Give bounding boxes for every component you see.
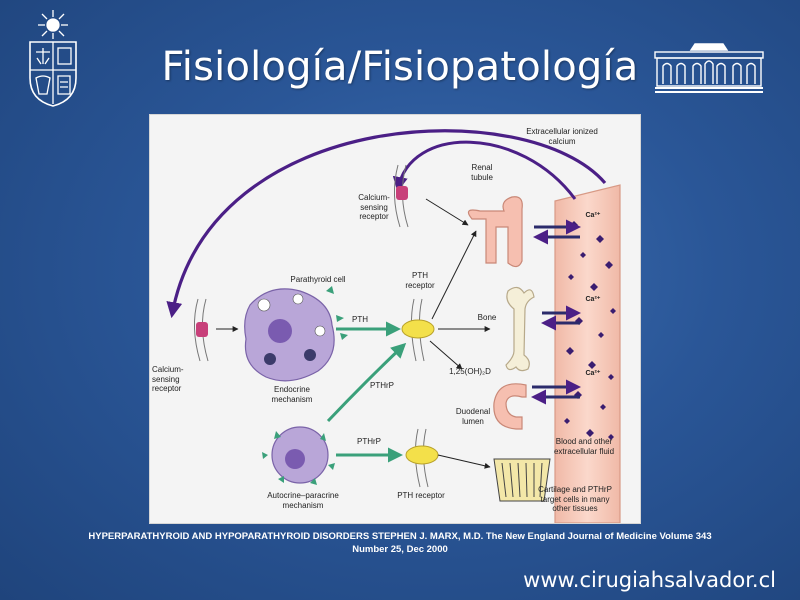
label-ca-3: Ca²⁺ [585,370,601,377]
citation-line-2: Number 25, Dec 2000 [352,544,448,555]
pth-receptor-top [401,298,435,362]
citation-caption: HYPERPARATHYROID AND HYPOPARATHYROID DIS… [60,530,740,556]
bone-illustration [505,286,535,372]
renal-tubule-illustration [467,196,523,268]
citation-line-1: HYPERPARATHYROID AND HYPOPARATHYROID DIS… [88,531,712,542]
label-renal-tubule: Renal tubule [471,163,493,182]
physiology-diagram: Extracellular ionized calcium Renal tubu… [149,114,641,524]
label-calcium-sensing-receptor-top: Calcium- sensing receptor [358,193,390,221]
parathyroid-cell [244,288,335,382]
calcium-sensing-receptor-top [394,164,409,228]
label-extracellular-calcium: Extracellular ionized calcium [526,127,598,146]
label-pth-receptor-bottom: PTH receptor [397,491,445,500]
label-pthrp-upper: PTHrP [370,381,394,390]
label-pth-receptor-top: PTH receptor [405,271,435,290]
label-cartilage: Cartilage and PTHrP target cells in many… [538,485,612,513]
website-url: www.cirugiahsalvador.cl [523,568,776,592]
label-calcium-sensing-receptor-left: Calcium- sensing receptor [152,365,184,393]
feedback-arrow-inner [392,140,577,200]
feedback-arrow-outer [166,129,607,319]
label-blood-extracellular-fluid: Blood and other extracellular fluid [553,437,615,456]
label-bone: Bone [477,313,497,322]
cartilage-illustration [493,458,551,502]
building-facade-logo [653,40,765,94]
label-endocrine-mechanism: Endocrine mechanism [271,385,313,404]
label-pth: PTH [352,315,368,324]
label-ca-1: Ca²⁺ [585,212,601,219]
pth-receptor-bottom [405,428,439,488]
duodenum-illustration [493,383,527,430]
label-duodenal-lumen: Duodenal lumen [455,407,491,426]
label-vitamin-d: 1,25(OH)₂D [449,367,491,376]
blood-vessel-illustration [554,184,621,523]
autocrine-paracrine-cell [262,426,335,485]
calcium-sensing-receptor-left [194,298,209,362]
label-autocrine-paracrine: Autocrine–paracrine mechanism [267,491,339,510]
label-ca-2: Ca²⁺ [585,296,601,303]
label-pthrp-lower: PTHrP [357,437,381,446]
label-parathyroid-cell: Parathyroid cell [290,275,346,284]
slide-title: Fisiología/Fisiopatología [161,44,639,90]
university-crest-logo [22,8,84,108]
